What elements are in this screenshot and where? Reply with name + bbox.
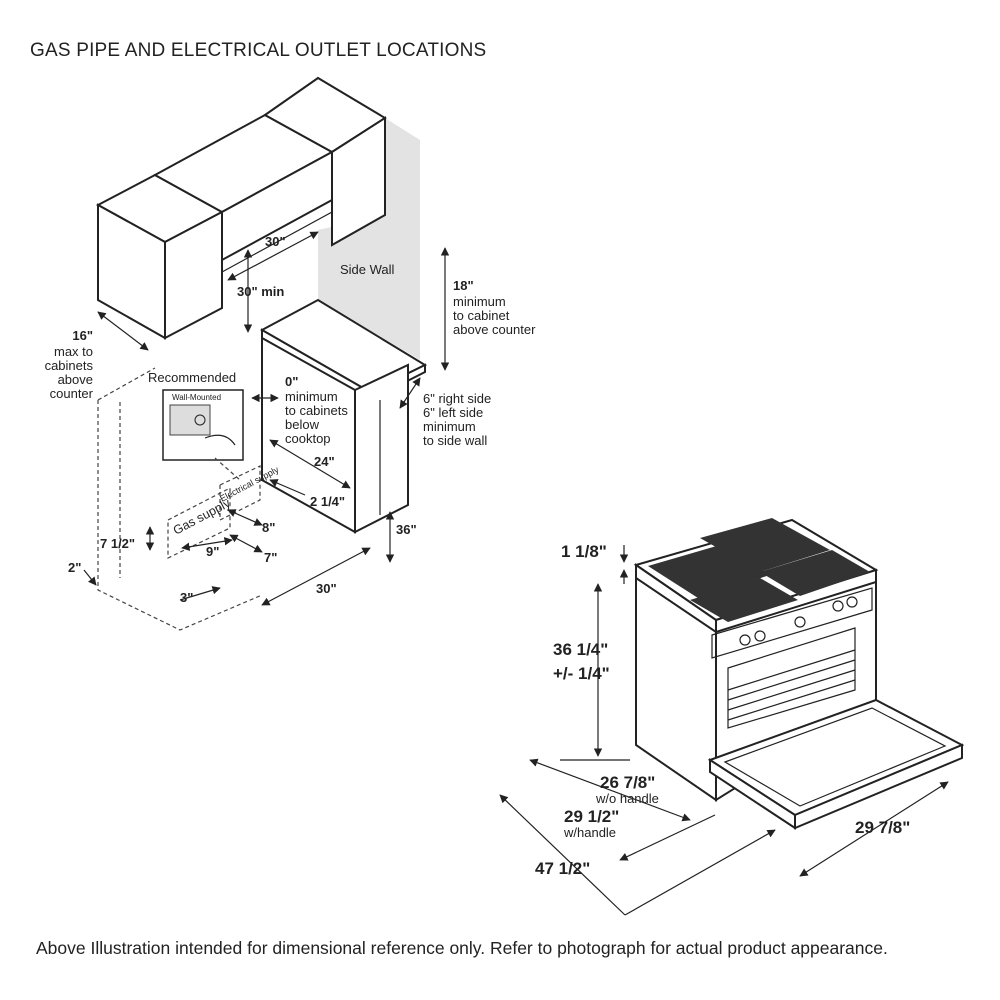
zero-min-1: minimum xyxy=(285,389,338,404)
top-thickness-label: 1 1/8" xyxy=(561,542,607,561)
max-cab-2: cabinets xyxy=(45,358,94,373)
lower-cabinet xyxy=(259,298,428,534)
width-label: 30" xyxy=(316,581,337,596)
max-cab-0: 16" xyxy=(72,328,93,343)
max-cab-3: above xyxy=(58,372,93,387)
install-dimension-lines xyxy=(83,231,450,606)
installation-illustration: 30" 30" min Side Wall 18" minimum to cab… xyxy=(45,76,536,631)
with-handle-label: w/handle xyxy=(563,825,616,840)
range-width-label: 29 7/8" xyxy=(855,818,910,837)
oven-racks xyxy=(727,627,856,729)
zero-min-2: to cabinets xyxy=(285,403,348,418)
d-8-label: 8" xyxy=(262,520,275,535)
knob-icon xyxy=(754,630,766,642)
above-counter-3: above counter xyxy=(453,322,536,337)
side-clear-0: 6" right side xyxy=(423,391,491,406)
outlet-inset xyxy=(162,389,244,481)
d-2-1-4-label: 2 1/4" xyxy=(310,494,345,509)
cutout-outline xyxy=(97,367,263,631)
knob-icon xyxy=(832,600,844,612)
recommended-label: Recommended xyxy=(148,370,236,385)
depth-handle-label: 29 1/2" xyxy=(564,807,619,826)
zero-min-0: 0" xyxy=(285,374,298,389)
d-7-label: 7" xyxy=(264,550,277,565)
min-clearance-label: 30" min xyxy=(237,284,284,299)
zero-min-3: below xyxy=(285,417,320,432)
side-clear-1: 6" left side xyxy=(423,405,483,420)
height-label: 36" xyxy=(396,522,417,537)
d-9-label: 9" xyxy=(206,544,219,559)
above-counter-1: minimum xyxy=(453,294,506,309)
burner-grates xyxy=(648,518,870,622)
d-2-label: 2" xyxy=(68,560,81,575)
hood-width-label: 30" xyxy=(265,234,286,249)
knob-icon xyxy=(846,596,858,608)
footnote: Above Illustration intended for dimensio… xyxy=(36,938,888,958)
d-7-1-2-label: 7 1/2" xyxy=(100,536,135,551)
side-wall xyxy=(318,118,420,360)
side-clear-2: minimum xyxy=(423,419,476,434)
range-height-tol-label: +/- 1/4" xyxy=(553,664,610,683)
range-dimension-lines xyxy=(499,545,949,916)
wall-mounted-label: Wall-Mounted xyxy=(172,393,221,402)
knob-icon xyxy=(739,634,751,646)
above-counter-2: to cabinet xyxy=(453,308,510,323)
above-counter-0: 18" xyxy=(453,278,474,293)
no-handle-label: w/o handle xyxy=(595,791,659,806)
depth-label: 24" xyxy=(314,454,335,469)
max-cab-1: max to xyxy=(54,344,93,359)
zero-min-4: cooktop xyxy=(285,431,331,446)
d-3-label: 3" xyxy=(180,590,193,605)
side-clear-3: to side wall xyxy=(423,433,487,448)
max-cab-4: counter xyxy=(50,386,94,401)
knob-icon xyxy=(794,616,806,628)
range-illustration: 1 1/8" 36 1/4" +/- 1/4" 26 7/8" w/o hand… xyxy=(499,518,965,916)
page-title: GAS PIPE AND ELECTRICAL OUTLET LOCATIONS xyxy=(30,40,487,61)
depth-no-handle-label: 26 7/8" xyxy=(600,773,655,792)
range-height-label: 36 1/4" xyxy=(553,640,608,659)
side-wall-label: Side Wall xyxy=(340,262,395,277)
depth-door-open-label: 47 1/2" xyxy=(535,859,590,878)
